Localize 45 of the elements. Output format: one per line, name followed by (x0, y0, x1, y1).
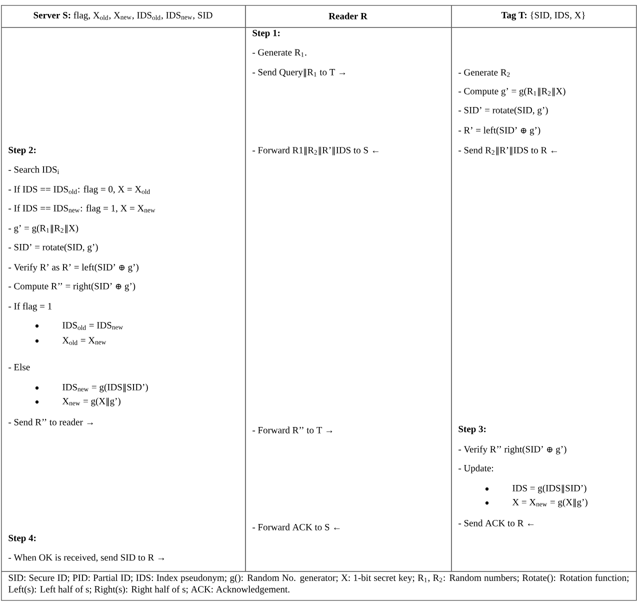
protocol-step: - Send Query‖R$_{1}$ to T → (252, 68, 346, 78)
step-heading: Step 1: (252, 30, 280, 38)
header-cell (451, 5, 637, 28)
protocol-step: - Search IDS$_{i}$ (8, 166, 59, 174)
protocol-step: - Verify R’ as R’ = left(SID’ ⊕ g’) (8, 264, 138, 272)
legend-note: SID: Secure ID; PID: Partial ID; IDS: Index pseudonym; g(): Random No. generator; X: 1-bit secret key; R$_{1}$, R$_{2}$: Random numbers; Rotate(): Rotation function; Left(s): Left half of s; Right(s): Right half of s; ACK: Acknowledgement. (8, 574, 628, 594)
protocol-step: - Update: (458, 464, 494, 474)
protocol-step: - When OK is received, send SID to R → (8, 554, 164, 562)
column-header: Reader R (328, 12, 368, 20)
protocol-step: - Send ACK to R ← (458, 520, 534, 526)
column-header: Tag T: {SID, IDS, X} (501, 12, 585, 20)
protocol-step: - Forward ACK to S ← (252, 524, 340, 530)
protocol-step: - Forward R1‖R$_{2}$‖R’‖IDS to S ← (252, 146, 378, 156)
protocol-step: - SID’ = rotate(SID, g’) (458, 106, 548, 116)
header-cell (1, 5, 246, 28)
protocol-step: - Compute R’’ = right(SID’ ⊕ g’) (8, 282, 136, 292)
step-heading: Step 4: (8, 534, 36, 544)
header-cell (245, 5, 452, 28)
step-heading: Step 3: (458, 426, 486, 434)
bullet-item: IDS$_{old}$ = IDS$_{new}$ (35, 322, 123, 330)
table-cell (1, 571, 637, 601)
protocol-step: - If flag = 1 (8, 302, 52, 312)
protocol-step: - Compute g’ = g(R$_{1}$‖R$_{2}$‖X) (458, 88, 566, 96)
protocol-step: - Else (8, 364, 30, 370)
protocol-step: - Verify R’’ right(SID’ ⊕ g’) (458, 446, 566, 454)
protocol-step: - Forward R’’ to T → (252, 426, 332, 434)
column-header: Server S: flag, X$_{old}$, X$_{new}$, IDS$_{old}$, IDS$_{new}$, SID (34, 12, 212, 20)
bullet-item: X$_{new}$ = g(X‖g’) (35, 398, 120, 406)
bullet-item: X = X$_{new}$ = g(X‖g’) (485, 498, 588, 508)
protocol-step: - R’ = left(SID’ ⊕ g’) (458, 126, 540, 136)
bullet-item: IDS = g(IDS‖SID’) (485, 484, 586, 494)
protocol-step: - Generate R$_{2}$ (458, 69, 510, 77)
protocol-step: - SID’ = rotate(SID, g’) (8, 244, 98, 252)
protocol-step: - Send R’’ to reader → (8, 418, 93, 426)
bullet-item: X$_{old}$ = X$_{new}$ (35, 337, 106, 345)
table-cell (245, 27, 452, 572)
protocol-step: - Generate R$_{1}$. (252, 49, 306, 57)
bullet-item: IDS$_{new}$ = g(IDS‖SID’) (35, 384, 148, 392)
protocol-step: - If IDS == IDS$_{new}$: flag = 1, X = X$_{new}$ (8, 204, 156, 214)
protocol-step: - Send R$_{2}$‖R’‖IDS to R ← (458, 146, 557, 156)
table-cell (451, 27, 637, 572)
protocol-step: - If IDS == IDS$_{old}$: flag = 0, X = X$_{old}$ (8, 186, 150, 194)
step-heading: Step 2: (8, 146, 36, 156)
table-cell (1, 27, 246, 572)
protocol-step: - g’ = g(R$_{1}$‖R$_{2}$‖X) (8, 224, 78, 234)
